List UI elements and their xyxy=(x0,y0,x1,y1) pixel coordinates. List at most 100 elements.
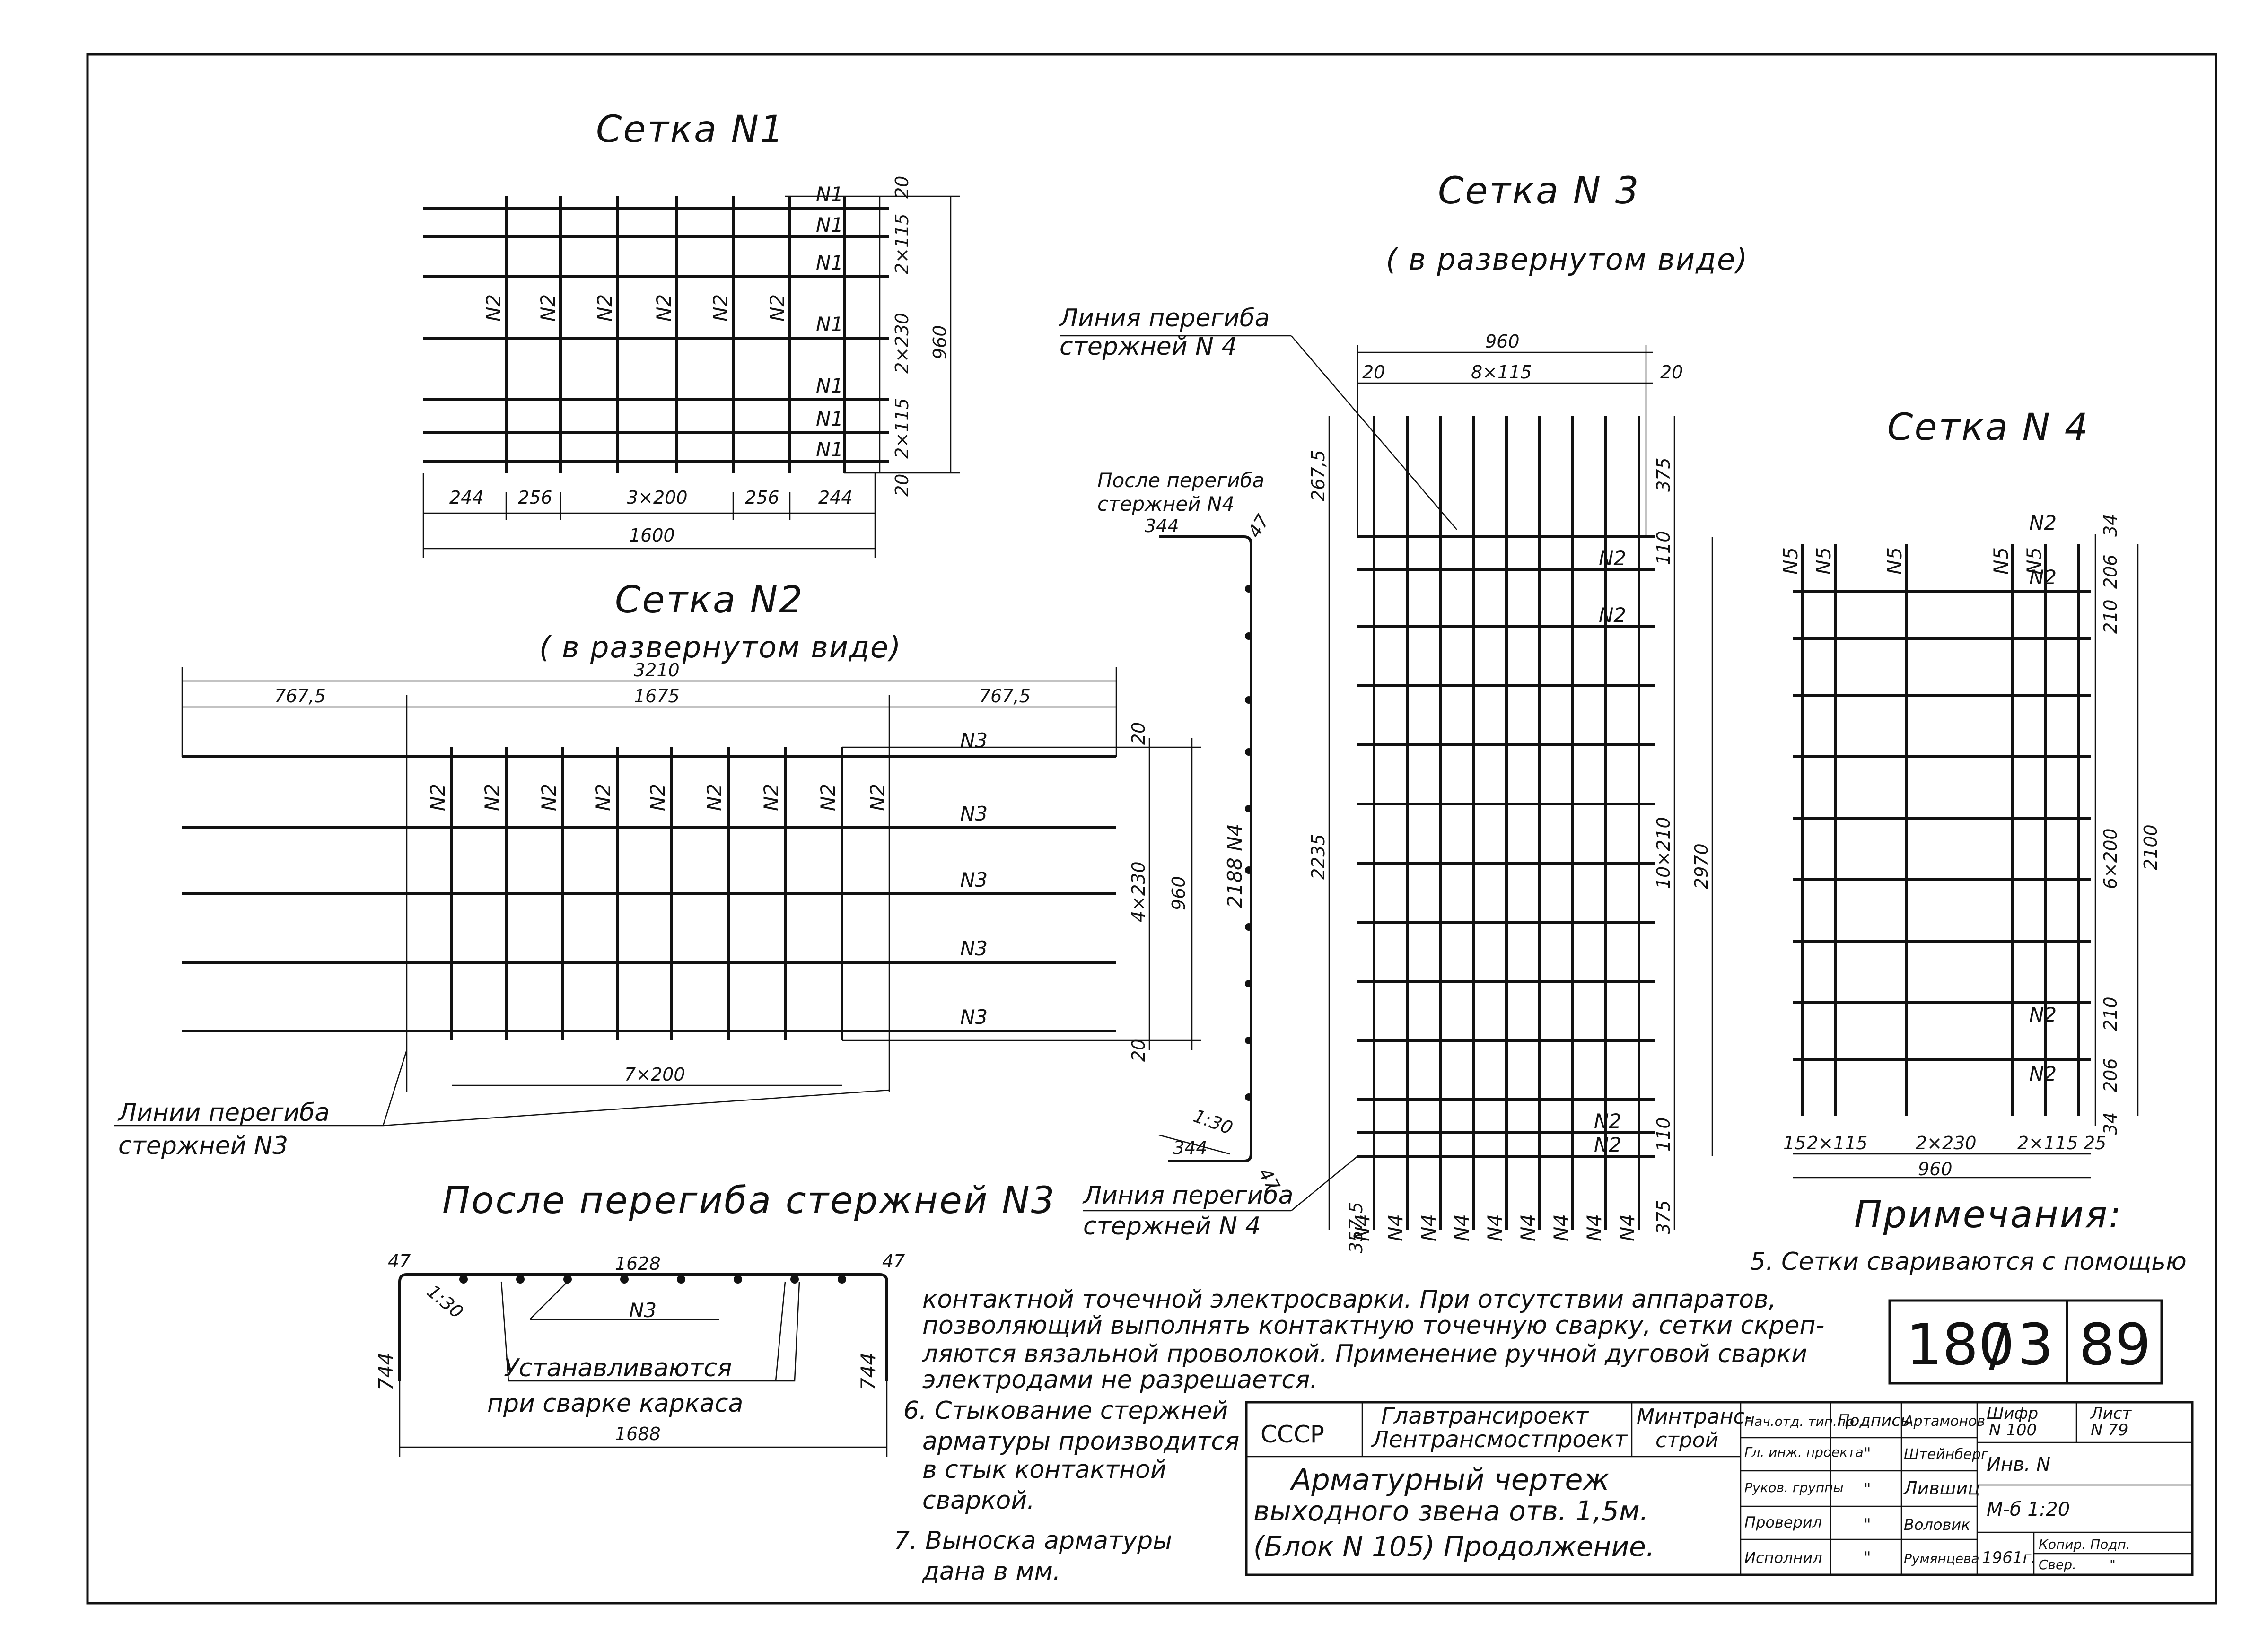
mesh-4-label-n2: N2 xyxy=(2029,1062,2057,1085)
title-block-sign-mark: " xyxy=(1864,1548,1871,1567)
mesh-4-dim-15: 15 xyxy=(1783,1133,1806,1153)
note-5: 5. Сетки свариваются с помощью xyxy=(1750,1248,2187,1276)
rod-n4-caption: стержней N4 xyxy=(1097,492,1235,515)
mesh-1-dim-2x230: 2×230 xyxy=(892,313,912,374)
after-bend-n3-dim-1688: 1688 xyxy=(615,1424,661,1444)
title-block-sign-mark: " xyxy=(1864,1515,1871,1534)
after-bend-n3-leader xyxy=(500,1281,800,1382)
mesh-1-dim-2x115: 2×115 xyxy=(892,213,912,274)
after-bend-n3-bar xyxy=(398,1273,888,1381)
note-6: сваркой. xyxy=(922,1486,1035,1515)
mesh-3-dim-2970: 2970 xyxy=(1691,843,1712,889)
note-6: арматуры производится xyxy=(922,1427,1239,1456)
title-block-copy: Копир. Подп. xyxy=(2039,1537,2130,1552)
title-block-org: Главтрансироект xyxy=(1381,1403,1589,1429)
rod-n4-dim-2188: 2188 N4 xyxy=(1223,824,1246,908)
mesh-4-label-n5: N5 xyxy=(1779,547,1802,575)
mesh-1-label-n1: N1 xyxy=(816,407,843,430)
title-block-description: (Блок N 105) Продолжение. xyxy=(1253,1530,1655,1563)
mesh-4-dim-34: 34 xyxy=(2100,514,2121,537)
mesh-2: Сетка N2 ( в развернутом виде) 3210 767,… xyxy=(114,579,1201,1160)
mesh-3-dim-10x210: 10×210 xyxy=(1653,817,1674,889)
rod-n4-slope-leader xyxy=(1158,1134,1230,1155)
after-bend-n3-title: После перегиба стержней N3 xyxy=(442,1179,1056,1222)
mesh-2-subtitle: ( в развернутом виде) xyxy=(539,630,902,664)
sheet-frame xyxy=(86,53,2217,1605)
mesh-1-bottom-dims xyxy=(422,473,876,558)
mesh-3-label-n4: N4 xyxy=(1616,1214,1639,1241)
rod-n4-dim-344: 344 xyxy=(1145,515,1179,536)
mesh-4-dim-2x230: 2×230 xyxy=(1916,1133,1977,1153)
note-5: электродами не разрешается. xyxy=(922,1366,1318,1394)
title-block: СССР Главтрансироект Лентрансмостпроект … xyxy=(1245,1401,2194,1576)
mesh-4-dim-2x115: 2×115 xyxy=(2017,1133,2078,1153)
mesh-1-title: Сетка N1 xyxy=(596,108,785,151)
mesh-2-label-n3: N3 xyxy=(960,802,988,825)
mesh-2-bend-line-text: стержней N3 xyxy=(118,1132,288,1160)
title-block-role: Нач.отд. тип.пр. xyxy=(1744,1414,1858,1429)
sheet-number-stamp: 180 / 3 89 xyxy=(1888,1299,2163,1385)
note-5: контактной точечной электросварки. При о… xyxy=(922,1285,1776,1314)
mesh-1-label-n1: N1 xyxy=(816,438,843,461)
mesh-1-label-n1: N1 xyxy=(816,313,843,336)
note-7: дана в мм. xyxy=(922,1557,1060,1586)
mesh-1-dim-256: 256 xyxy=(745,487,779,508)
mesh-4-dim-960: 960 xyxy=(1918,1159,1953,1179)
mesh-3-label-n4: N4 xyxy=(1583,1214,1606,1241)
title-block-name: Лившиц xyxy=(1903,1478,1980,1499)
mesh-2-label-n2: N2 xyxy=(537,784,560,811)
mesh-1-bars xyxy=(423,196,889,473)
mesh-2-label-n3: N3 xyxy=(960,1005,988,1029)
after-bend-n3-dim-744: 744 xyxy=(374,1353,397,1390)
note-5: ляются вязальной проволокой. Применение … xyxy=(922,1340,1807,1368)
mesh-2-label-n2: N2 xyxy=(426,784,449,811)
mesh-1-dim-20: 20 xyxy=(892,474,912,497)
mesh-2-dim-4x230: 4×230 xyxy=(1128,861,1149,922)
mesh-4-title: Сетка N 4 xyxy=(1887,406,2089,449)
after-bend-n3-install-text: Устанавливаются xyxy=(504,1354,732,1382)
title-block-check-mark: " xyxy=(2110,1557,2116,1572)
title-block-sheet-value: N 79 xyxy=(2091,1421,2128,1440)
mesh-2-dim-total: 3210 xyxy=(634,660,680,681)
mesh-4-label-n2: N2 xyxy=(2029,1003,2057,1026)
mesh-1-label-n2: N2 xyxy=(536,294,560,322)
mesh-4-label-n2: N2 xyxy=(2029,511,2057,534)
mesh-4-dim-206: 206 xyxy=(2100,1058,2121,1092)
title-block-scale: М-б 1:20 xyxy=(1987,1499,2070,1520)
mesh-2-dim-20: 20 xyxy=(1128,1039,1149,1062)
title-block-role: Руков. группы xyxy=(1744,1480,1844,1495)
mesh-3-label-n4: N4 xyxy=(1550,1214,1573,1241)
title-block-country: СССР xyxy=(1261,1421,1324,1448)
mesh-3-label-n2: N2 xyxy=(1594,1109,1621,1133)
mesh-4-label-n5: N5 xyxy=(1812,547,1835,575)
mesh-4-label-n5: N5 xyxy=(2023,547,2046,575)
title-block-ministry: строй xyxy=(1655,1428,1718,1452)
mesh-4-dim-6x200: 6×200 xyxy=(2100,828,2121,889)
title-block-sheet-label: Лист xyxy=(2090,1404,2132,1423)
title-block-description: выходного звена отв. 1,5м. xyxy=(1253,1495,1648,1527)
stamp-part-1: 180 xyxy=(1906,1312,2014,1378)
mesh-1-dim-244: 244 xyxy=(818,487,853,508)
mesh-3-label-n2: N2 xyxy=(1594,1133,1621,1156)
title-block-role: Гл. инж. проекта xyxy=(1744,1444,1864,1460)
mesh-4-vertical-bars xyxy=(1801,544,2080,1116)
mesh-3-label-n4: N4 xyxy=(1483,1214,1506,1241)
after-bend-n3: После перегиба стержней N3 47 47 1:30 16… xyxy=(374,1179,1056,1457)
mesh-2-bend-leader xyxy=(383,1089,890,1127)
after-bend-n3-leader xyxy=(529,1281,568,1320)
title-block-role: Проверил xyxy=(1744,1513,1822,1531)
mesh-1-dim-960: 960 xyxy=(929,325,950,359)
mesh-2-label-n2: N2 xyxy=(866,784,889,811)
mesh-2-label-n2: N2 xyxy=(816,784,840,811)
mesh-1-label-n2: N2 xyxy=(482,294,505,322)
mesh-1-label-n2: N2 xyxy=(709,294,732,322)
mesh-2-label-n2: N2 xyxy=(646,784,669,811)
title-block-check: Свер. xyxy=(2039,1557,2076,1572)
notes-heading: Примечания: xyxy=(1854,1194,2122,1236)
mesh-2-label-n2: N2 xyxy=(760,784,783,811)
mesh-1-dim-256: 256 xyxy=(518,487,552,508)
mesh-1-dim-20: 20 xyxy=(892,176,912,199)
mesh-2-label-n2: N2 xyxy=(592,784,615,811)
mesh-1-dim-2x115: 2×115 xyxy=(892,398,912,459)
